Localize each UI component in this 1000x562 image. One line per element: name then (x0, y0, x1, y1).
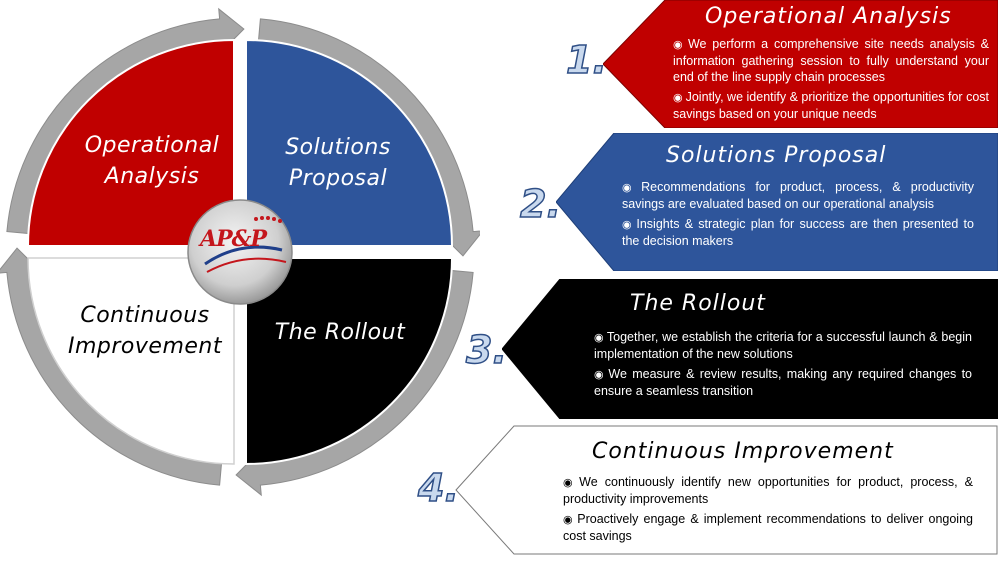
quadrant-label-line1: Operational (84, 133, 220, 158)
quadrant-label-line2: Improvement (68, 334, 222, 359)
quadrant-the-rollout (245, 257, 454, 466)
quadrant-operational-analysis (26, 38, 235, 247)
step-bullet: ◉We continuously identify new opportunit… (563, 475, 973, 506)
logo: AP&P (200, 226, 267, 252)
quadrant-label-operational-analysis: Operational Analysis (62, 130, 242, 192)
quadrant-label-line1: Continuous (80, 303, 210, 328)
step-number-4: 4. (417, 465, 459, 511)
bullet-icon: ◉ (673, 39, 685, 51)
cycle-diagram (0, 7, 480, 497)
bullet-icon: ◉ (622, 219, 634, 231)
step-bullet: ◉Recommendations for product, process, &… (622, 180, 974, 211)
quadrant-label-solutions-proposal: Solutions Proposal (248, 132, 428, 194)
step-number-1: 1. (565, 37, 607, 83)
logo-swoosh (204, 245, 283, 266)
step-number-2: 2. (519, 181, 561, 227)
quadrant-label-line2: Analysis (104, 164, 200, 189)
logo-swoosh-red (206, 257, 287, 273)
quadrant-label-continuous-improvement: Continuous Improvement (45, 300, 245, 362)
bullet-icon: ◉ (594, 332, 604, 344)
step-title: Operational Analysis (705, 4, 952, 29)
step-bullet: ◉Insights & strategic plan for success a… (622, 217, 974, 248)
bullet-icon: ◉ (622, 182, 639, 194)
bullet-icon: ◉ (563, 514, 575, 526)
step-title: Continuous Improvement (592, 439, 894, 464)
step-title: Solutions Proposal (666, 143, 887, 168)
step-banner-continuous-improvement: Continuous Improvement ◉We continuously … (455, 425, 998, 555)
step-bullet: ◉We perform a comprehensive site needs a… (673, 37, 989, 84)
step-number-3: 3. (465, 327, 507, 373)
step-bullet: ◉Jointly, we identify & prioritize the o… (673, 90, 989, 121)
step-bullets: ◉We continuously identify new opportunit… (563, 474, 973, 548)
quadrant-label-line1: The Rollout (274, 320, 406, 345)
step-bullet: ◉Proactively engage & implement recommen… (563, 512, 973, 543)
quadrant-label-line1: Solutions (285, 135, 391, 160)
step-banner-operational-analysis: Operational Analysis ◉We perform a compr… (603, 0, 998, 128)
bullet-icon: ◉ (563, 477, 577, 489)
quadrant-label-the-rollout: The Rollout (250, 317, 430, 348)
step-banner-the-rollout: The Rollout ◉Together, we establish the … (502, 279, 998, 419)
step-banner-solutions-proposal: Solutions Proposal ◉Recommendations for … (556, 133, 998, 271)
step-title: The Rollout (630, 291, 766, 316)
logo-dots (254, 216, 282, 223)
step-bullet: ◉Together, we establish the criteria for… (594, 330, 972, 361)
step-bullet: ◉We measure & review results, making any… (594, 367, 972, 398)
quadrant-solutions-proposal (245, 38, 454, 247)
logo-circle (187, 199, 293, 305)
step-bullets: ◉We perform a comprehensive site needs a… (673, 36, 989, 126)
quadrant-label-line2: Proposal (288, 166, 388, 191)
bullet-icon: ◉ (673, 92, 683, 104)
bullet-icon: ◉ (594, 369, 606, 381)
step-bullets: ◉Together, we establish the criteria for… (594, 329, 972, 403)
step-bullets: ◉Recommendations for product, process, &… (622, 179, 974, 253)
quadrant-continuous-improvement (27, 257, 235, 465)
